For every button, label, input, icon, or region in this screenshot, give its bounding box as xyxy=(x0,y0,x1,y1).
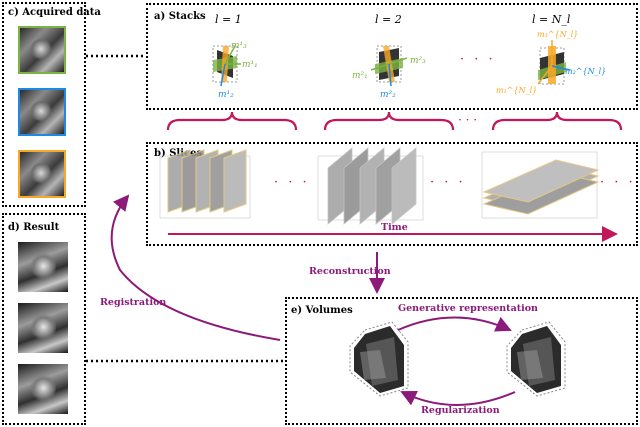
stack-label-2: l = 2 xyxy=(375,13,402,26)
generative-label: Generative representation xyxy=(398,303,538,314)
acquired-image-green xyxy=(18,26,66,74)
stack-glyph-n xyxy=(537,40,571,85)
result-title: d) Result xyxy=(8,222,60,233)
result-image-2 xyxy=(18,303,68,353)
volumes-title: e) Volumes xyxy=(291,305,353,316)
result-panel: d) Result xyxy=(2,213,86,425)
brace-1 xyxy=(166,111,298,131)
acquired-image-orange xyxy=(18,150,66,198)
slices-panel: b) Slices xyxy=(146,142,638,246)
m-label-s2-1: m²₁ xyxy=(352,71,368,81)
slices-ellipsis-3: · · · xyxy=(600,175,636,190)
stacks-panel: a) Stacks xyxy=(146,3,638,110)
m-label-s2-3: m²₃ xyxy=(410,56,426,66)
volume-1 xyxy=(349,321,409,397)
stacks-ellipsis: · · · xyxy=(460,52,496,67)
result-image-1 xyxy=(18,242,68,292)
time-label: Time xyxy=(381,222,408,233)
m-label-s1-2: m¹₂ xyxy=(218,90,234,100)
registration-arrow xyxy=(110,194,281,341)
volumes-panel: e) Volumes xyxy=(285,297,638,425)
regularization-arrow xyxy=(400,390,516,406)
stack-label-n: l = N_l xyxy=(532,13,571,26)
reconstruction-label: Reconstruction xyxy=(309,266,391,277)
stack-label-1: l = 1 xyxy=(215,13,242,26)
generative-arrow xyxy=(397,316,512,332)
acquired-data-title: c) Acquired data xyxy=(8,7,101,18)
slices-group-1 xyxy=(159,149,251,219)
m-label-s1-1: m¹₁ xyxy=(242,60,258,70)
result-image-3 xyxy=(18,364,68,414)
m-label-s1-3: m¹₃ xyxy=(231,41,247,51)
slices-group-3 xyxy=(481,151,600,219)
brace-ellipsis: · · · xyxy=(458,113,477,127)
slices-title: b) Slices xyxy=(154,148,203,159)
stacks-title: a) Stacks xyxy=(154,11,206,22)
m-label-s3-3: m₃^{N_l} xyxy=(537,30,579,39)
brace-2 xyxy=(323,111,455,131)
slices-ellipsis-1: · · · xyxy=(274,175,310,190)
acquired-data-panel: c) Acquired data xyxy=(2,2,101,207)
stack-glyph-1 xyxy=(212,45,241,87)
m-label-s2-2: m²₂ xyxy=(380,90,396,100)
slices-ellipsis-2: · · · xyxy=(430,175,466,190)
m-label-s3-2: m₂^{N_l} xyxy=(565,67,607,76)
stack-glyph-2 xyxy=(370,45,408,87)
slices-group-2 xyxy=(317,147,424,225)
acquired-image-blue xyxy=(18,88,66,136)
brace-3 xyxy=(491,111,623,131)
m-label-s3-1: m₁^{N_l} xyxy=(496,86,538,95)
volume-2 xyxy=(506,321,566,397)
regularization-label: Regularization xyxy=(421,405,500,416)
registration-label: Registration xyxy=(100,297,167,308)
